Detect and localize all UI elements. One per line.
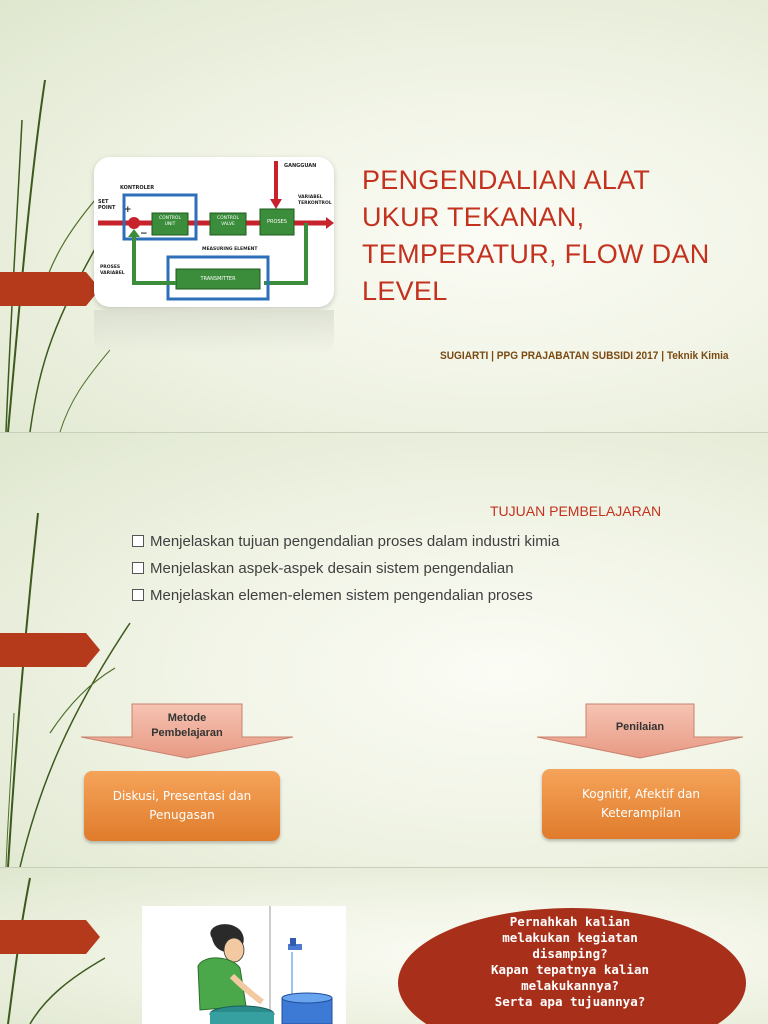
label-kontroler: KONTROLER [120, 185, 155, 191]
label-minus: − [140, 229, 148, 239]
slide-subtitle: SUGIARTI | PPG PRAJABATAN SUBSIDI 2017 |… [440, 350, 729, 362]
slide-question: Pernahkah kalian melakukan kegiatan disa… [0, 868, 768, 1024]
slide-title: GANGGUAN KONTROLER SET POINT + − CONTROL… [0, 0, 768, 432]
diagram-reflection [94, 310, 334, 354]
question-line: melakukannya? [521, 978, 619, 993]
slide-divider [0, 432, 768, 433]
label-transmitter: TRANSMITTER [200, 276, 236, 282]
question-line: Kapan tepatnya kalian [490, 962, 650, 977]
question-line: disamping? [532, 946, 608, 961]
checkbox-bullet-icon [132, 588, 144, 601]
label-proses: PROSES [267, 219, 287, 225]
title-line: TEMPERATUR, FLOW DAN [362, 239, 710, 269]
list-item: Menjelaskan tujuan pengendalian proses d… [132, 528, 559, 555]
checkbox-bullet-icon [132, 561, 144, 574]
question-speech-bubble [398, 908, 746, 1024]
vine-decoration [5, 512, 131, 867]
label-set-point: SET POINT [98, 199, 116, 211]
washing-illustration [142, 906, 346, 1024]
title-line: PENGENDALIAN ALAT [362, 165, 651, 195]
slide-title-text: PENGENDALIAN ALAT UKUR TEKANAN, TEMPERAT… [362, 162, 742, 310]
question-text: Pernahkah kalian melakukan kegiatan disa… [430, 914, 710, 1010]
question-line: melakukan kegiatan [502, 930, 638, 945]
objectives-heading: TUJUAN PEMBELAJARAN [490, 503, 662, 519]
label-gangguan: GANGGUAN [284, 163, 317, 169]
label-proses-variabel: PROSES VARIABEL [100, 265, 125, 276]
list-item: Menjelaskan elemen-elemen sistem pengend… [132, 582, 559, 609]
penilaian-arrow-shape [536, 703, 744, 759]
slide-tab-marker [0, 272, 100, 306]
label-control-valve: CONTROL VALVE [217, 216, 239, 227]
slide-objectives: TUJUAN PEMBELAJARAN Menjelaskan tujuan p… [0, 433, 768, 867]
slide-tab-marker [0, 633, 100, 667]
label-measuring-element: MEASURING ELEMENT [202, 247, 258, 252]
metode-content-box: Diskusi, Presentasi dan Penugasan [84, 771, 280, 841]
question-line: Serta apa tujuannya? [494, 994, 646, 1009]
checkbox-bullet-icon [132, 534, 144, 547]
list-item: Menjelaskan aspek-aspek desain sistem pe… [132, 555, 559, 582]
objectives-list: Menjelaskan tujuan pengendalian proses d… [132, 528, 559, 609]
metode-arrow-shape [80, 703, 294, 759]
label-variabel-terkontrol: VARIABEL TERKONTROL [298, 195, 332, 206]
control-loop-diagram: GANGGUAN KONTROLER SET POINT + − CONTROL… [94, 157, 334, 307]
title-line: UKUR TEKANAN, [362, 202, 585, 232]
penilaian-label: Penilaian [615, 721, 665, 733]
slide-divider [0, 867, 768, 868]
metode-label: Metode Pembelajaran [151, 712, 223, 739]
question-line: Pernahkah kalian [509, 914, 631, 929]
label-plus: + [124, 205, 132, 215]
penilaian-content-box: Kognitif, Afektif dan Keterampilan [542, 769, 740, 839]
title-line: LEVEL [362, 276, 448, 306]
label-control-unit: CONTROL UNIT [159, 216, 181, 227]
slide-tab-marker [0, 920, 100, 954]
